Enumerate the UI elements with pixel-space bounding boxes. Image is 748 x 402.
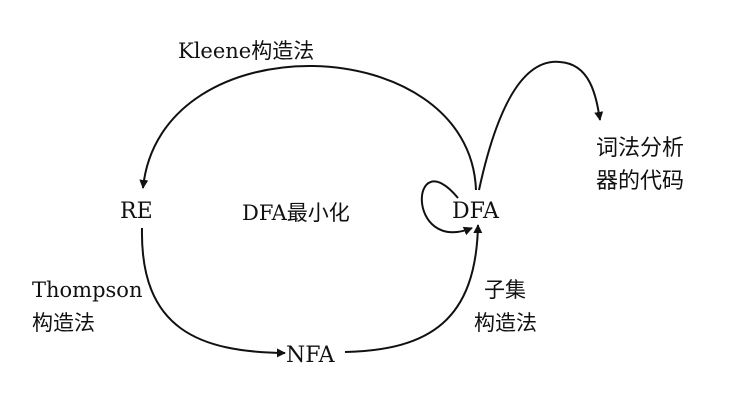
subset-label-line1: 子集 <box>484 278 526 302</box>
thompson-label-line1: Thompson <box>32 278 142 302</box>
node-lexer-code-line1: 词法分析 <box>596 136 684 161</box>
subset-label-line2: 构造法 <box>474 311 537 335</box>
subset-arrow <box>344 224 483 353</box>
kleene-arrow <box>139 65 477 191</box>
lexer-code-arrow <box>478 60 604 191</box>
node-nfa: NFA <box>286 343 336 368</box>
node-re: RE <box>120 199 153 224</box>
node-dfa: DFA <box>452 199 500 224</box>
thompson-arrow <box>140 227 286 358</box>
node-lexer-code-line2: 器的代码 <box>596 169 684 194</box>
thompson-label-line2: 构造法 <box>32 311 95 335</box>
dfa-minimization-loop <box>420 180 473 236</box>
dfa-minimization-label: DFA最小化 <box>242 201 350 225</box>
kleene-label: Kleene构造法 <box>178 39 314 63</box>
